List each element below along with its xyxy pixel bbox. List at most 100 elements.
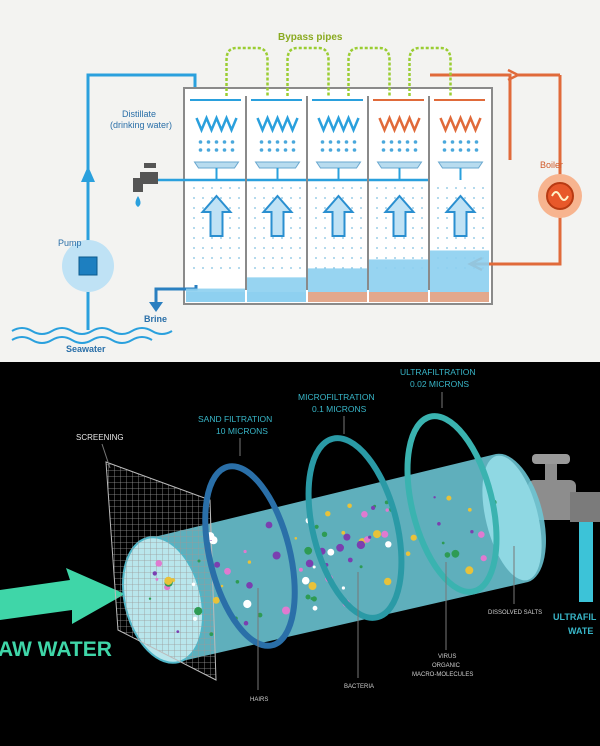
- condensate-drop: [466, 140, 471, 144]
- vapor-dot: [290, 207, 292, 209]
- condensate-drop: [397, 140, 402, 144]
- particle: [410, 534, 417, 541]
- condensate-drop: [381, 140, 386, 144]
- particle: [385, 508, 389, 512]
- condensate-drop: [259, 140, 264, 144]
- condensate-drop: [198, 140, 203, 144]
- vapor-dot: [446, 227, 448, 229]
- vapor-dot: [473, 237, 475, 239]
- vapor-dot: [360, 197, 362, 199]
- particle: [243, 620, 249, 626]
- vapor-up-arrow-icon: [383, 194, 416, 237]
- vapor-dot: [385, 247, 387, 249]
- distillation-svg: Bypass pipes Distillate (drinking water)…: [11, 32, 582, 354]
- condensate-drop: [442, 140, 447, 144]
- particle: [310, 597, 314, 601]
- vapor-dot: [412, 247, 414, 249]
- vapor-dot: [437, 217, 439, 219]
- vapor-dot: [211, 257, 213, 259]
- vapor-dot: [446, 247, 448, 249]
- bypass-pipe: [347, 46, 391, 96]
- particle: [451, 549, 460, 558]
- vapor-dot: [412, 207, 414, 209]
- vapor-dot: [263, 237, 265, 239]
- particle: [437, 522, 441, 526]
- vapor-dot: [333, 237, 335, 239]
- vapor-dot: [315, 247, 317, 249]
- vapor-dot: [473, 207, 475, 209]
- brine-bottom: [247, 292, 306, 302]
- vapor-dot: [229, 247, 231, 249]
- vapor-dot: [473, 197, 475, 199]
- vapor-dot: [263, 257, 265, 259]
- vapor-dot: [202, 217, 204, 219]
- vapor-dot: [211, 247, 213, 249]
- vapor-dot: [229, 237, 231, 239]
- vapor-dot: [238, 207, 240, 209]
- vapor-dot: [211, 197, 213, 199]
- vapor-dot: [376, 257, 378, 259]
- particle: [312, 565, 316, 569]
- vapor-dot: [333, 247, 335, 249]
- seawater-waves: [11, 327, 173, 344]
- particle: [212, 596, 220, 604]
- sand-label-line2: 10 MICRONS: [216, 426, 268, 436]
- vapor-dot: [385, 197, 387, 199]
- vapor-dot: [281, 247, 283, 249]
- particle: [384, 500, 389, 505]
- condensate-drop: [450, 140, 455, 144]
- vapor-dot: [193, 217, 195, 219]
- bypass-pipe: [408, 46, 452, 96]
- vapor-dot: [385, 237, 387, 239]
- water-drop-icon: [135, 196, 141, 207]
- vapor-dot: [202, 207, 204, 209]
- vapor-dot: [324, 217, 326, 219]
- brine-label: Brine: [144, 314, 167, 324]
- vapor-dot: [482, 197, 484, 199]
- vapor-dot: [455, 237, 457, 239]
- condensate-drop: [458, 148, 463, 152]
- vapor-dot: [281, 197, 283, 199]
- vapor-dot: [281, 257, 283, 259]
- hairs-label: HAIRS: [250, 697, 268, 703]
- condensate-drop: [328, 148, 333, 152]
- particle: [164, 576, 173, 585]
- condenser-coil-icon: [195, 114, 238, 134]
- distillate-label-line2: (drinking water): [110, 120, 172, 130]
- vapor-dot: [333, 257, 335, 259]
- condensate-drop: [413, 140, 418, 144]
- brine-pipe: [154, 285, 198, 306]
- particle: [235, 580, 240, 584]
- particle: [282, 606, 290, 615]
- brine-arrow-icon: [149, 302, 163, 312]
- vapor-dot: [412, 227, 414, 229]
- particle: [325, 511, 331, 517]
- particle: [359, 565, 363, 569]
- vapor-dot: [412, 197, 414, 199]
- condensate-drop: [206, 148, 211, 152]
- salts-label: DISSOLVED SALTS: [488, 610, 542, 616]
- vapor-dot: [446, 217, 448, 219]
- vapor-dot: [412, 257, 414, 259]
- particle: [257, 612, 263, 618]
- vapor-dot: [342, 247, 344, 249]
- condensate-drop: [389, 140, 394, 144]
- micro-filter-ring: [305, 435, 405, 621]
- condensate-drop: [275, 148, 280, 152]
- vapor-dot: [193, 267, 195, 269]
- bacteria-label: BACTERIA: [344, 684, 374, 690]
- vapor-dot: [299, 267, 301, 269]
- condensate-drop: [291, 148, 296, 152]
- vapor-dot: [263, 227, 265, 229]
- stages-group: [186, 46, 489, 302]
- vapor-dot: [229, 267, 231, 269]
- vapor-dot: [351, 237, 353, 239]
- vapor-dot: [385, 227, 387, 229]
- bypass-pipe: [225, 46, 269, 96]
- condensate-drop: [206, 140, 211, 144]
- particle: [356, 540, 366, 550]
- particle: [220, 584, 224, 588]
- vapor-dot: [290, 247, 292, 249]
- condensate-drop: [291, 140, 296, 144]
- vapor-dot: [482, 227, 484, 229]
